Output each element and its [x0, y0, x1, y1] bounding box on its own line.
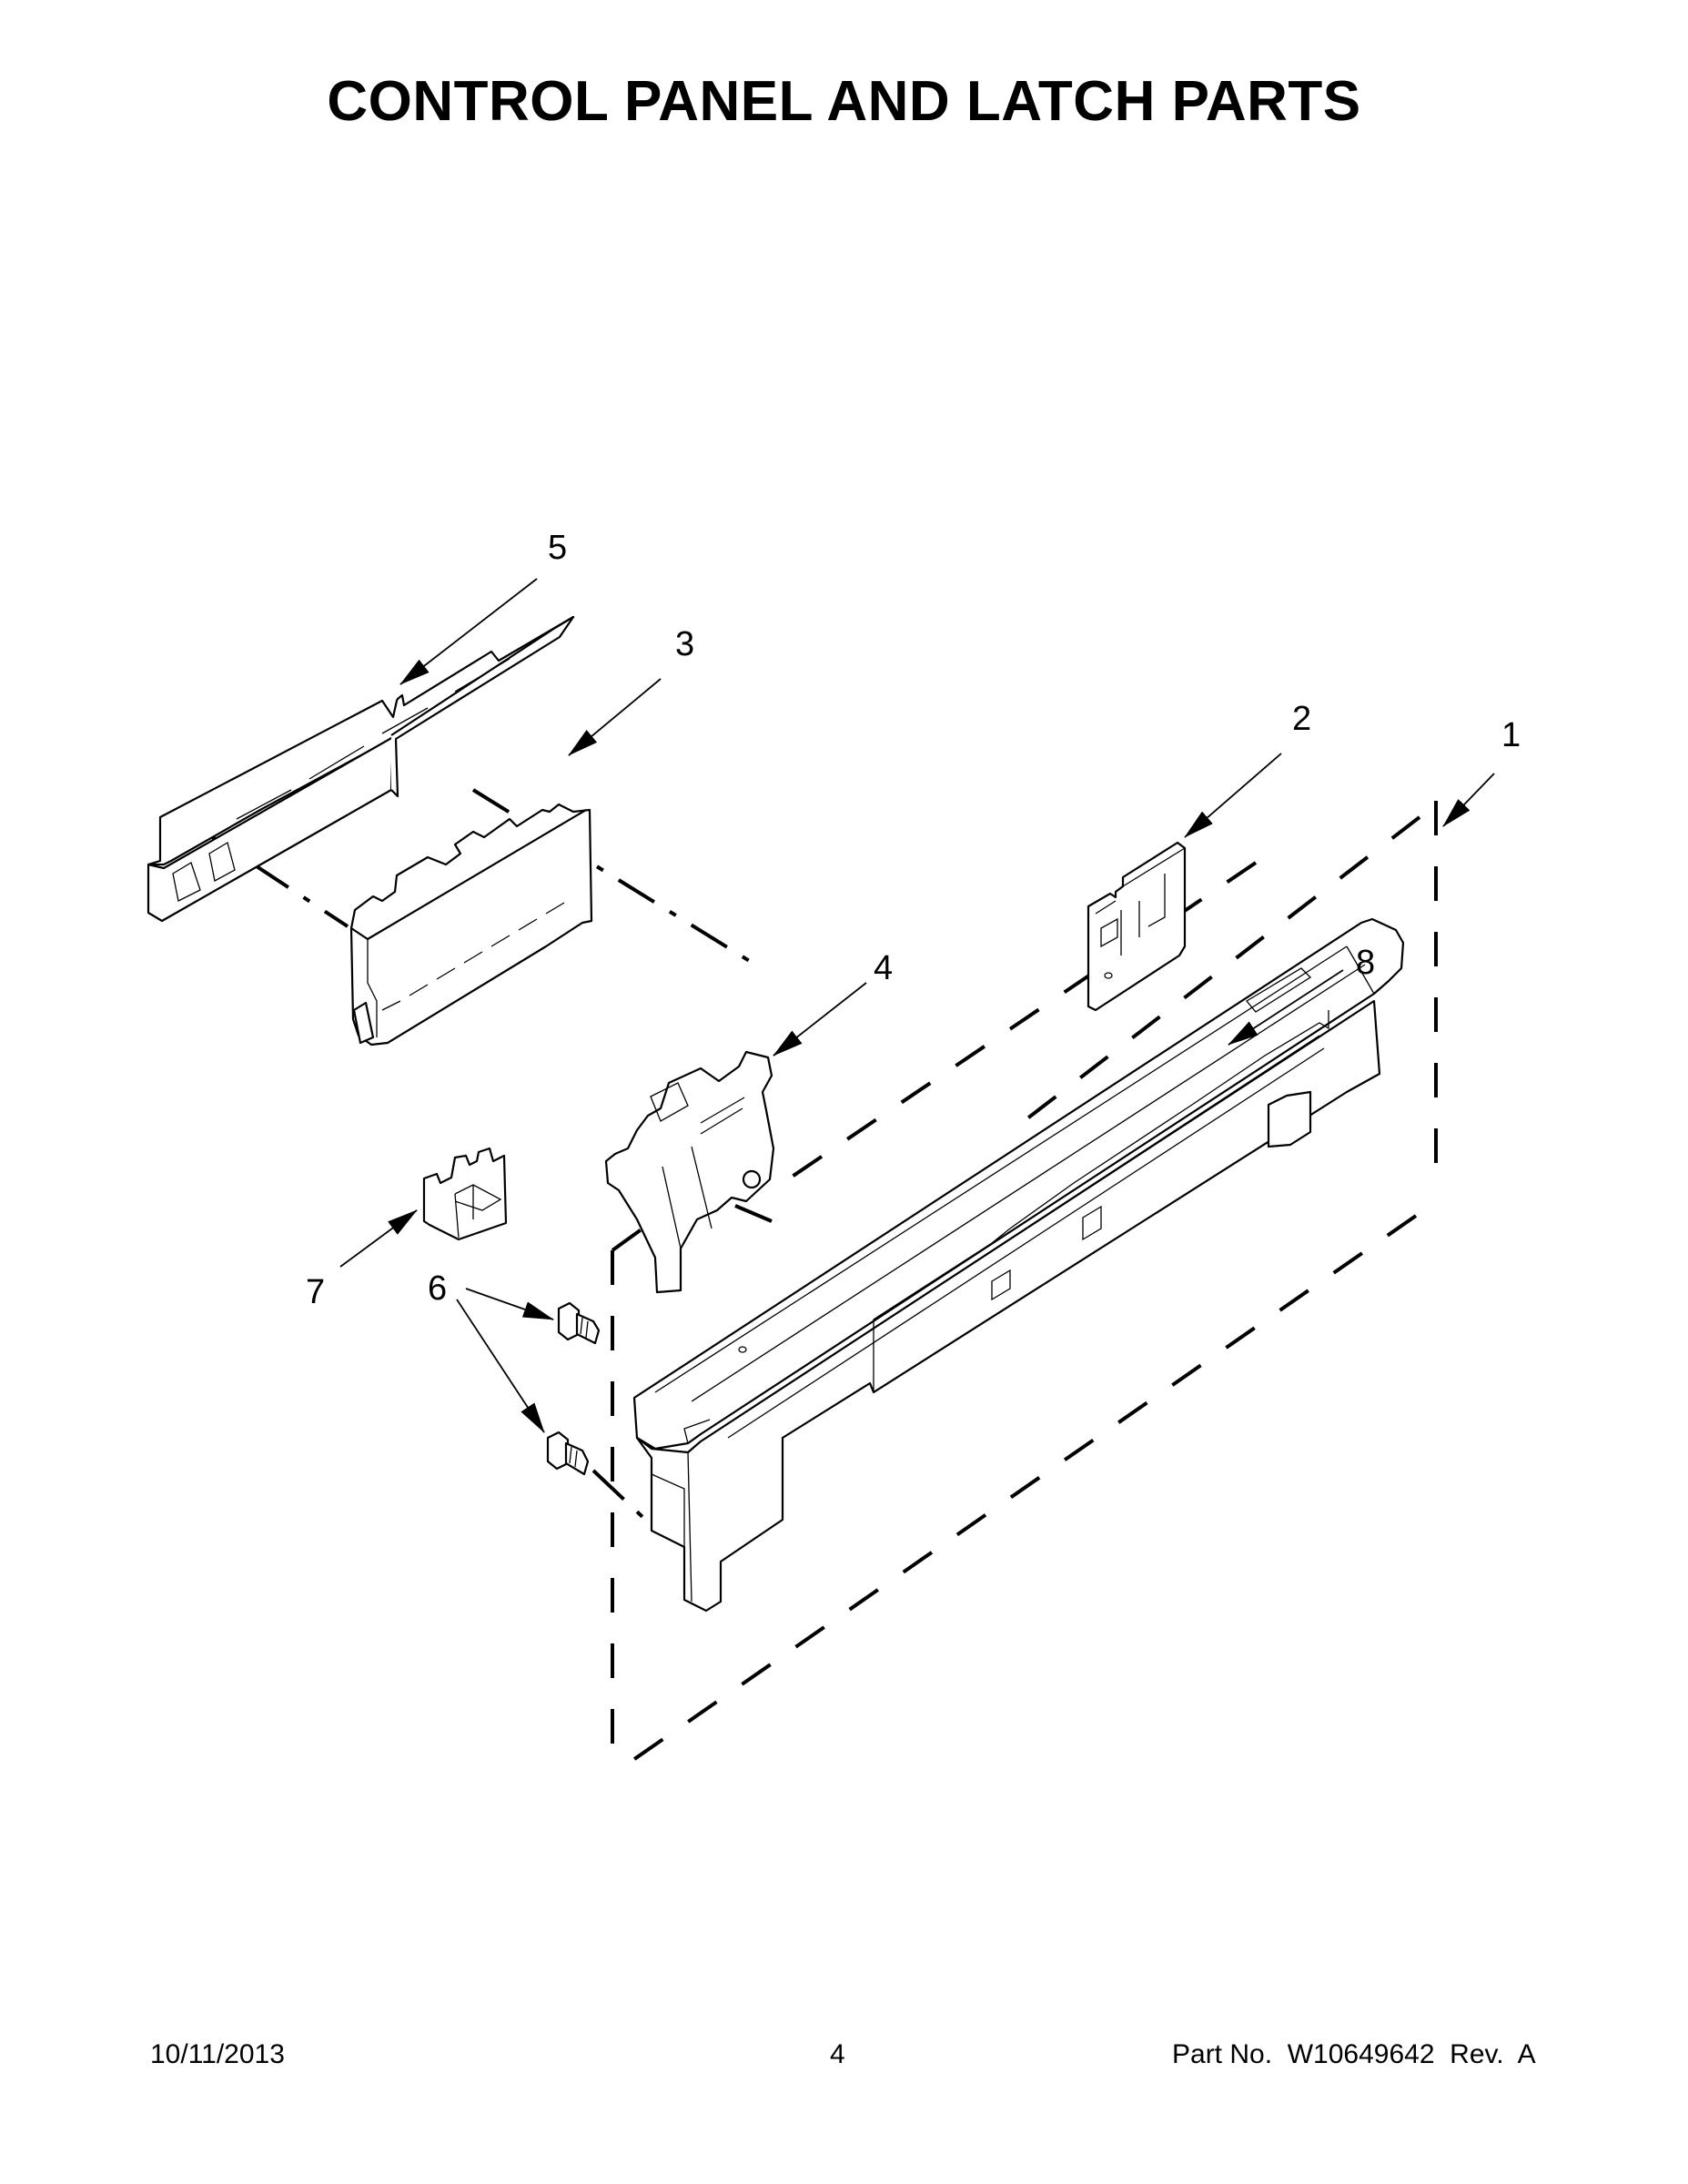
callout-1: 1: [1442, 716, 1521, 827]
part-5-bracket: [147, 615, 575, 923]
part-1-control-panel: [632, 917, 1405, 1613]
part-7-latch-bracket: [422, 1147, 508, 1241]
screw-upper: [557, 1301, 601, 1345]
callout-label-7: 7: [306, 1273, 325, 1311]
callout-label-2: 2: [1292, 700, 1311, 738]
page-title: CONTROL PANEL AND LATCH PARTS: [327, 70, 1361, 133]
callout-label-6: 6: [428, 1269, 447, 1308]
footer-date: 10/11/2013: [150, 2039, 285, 2069]
callout-3: 3: [568, 625, 694, 756]
screw-lower: [546, 1431, 590, 1476]
callout-label-3: 3: [675, 625, 694, 663]
callout-label-8: 8: [1356, 944, 1375, 982]
callout-6: 6: [428, 1269, 554, 1433]
callout-4: 4: [773, 949, 893, 1057]
part-2-insert-card: [1087, 841, 1187, 1012]
callout-label-5: 5: [548, 529, 567, 567]
part-4-door-latch: [604, 1050, 775, 1294]
callout-5: 5: [399, 529, 567, 685]
footer-page-number: 4: [830, 2039, 845, 2069]
callout-2: 2: [1184, 700, 1311, 838]
callout-label-1: 1: [1501, 716, 1521, 754]
callout-label-4: 4: [874, 949, 893, 987]
callout-8: 8: [1228, 944, 1375, 1046]
footer-part-number: Part No. W10649642 Rev. A: [1172, 2039, 1536, 2069]
callout-7: 7: [306, 1209, 418, 1311]
part-3-control-board: [349, 803, 593, 1046]
part-6-screws: [546, 1301, 601, 1476]
